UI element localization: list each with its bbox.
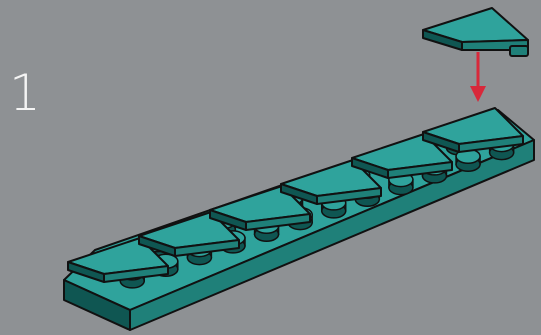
incoming-slope-group — [423, 8, 528, 56]
slope-piece — [423, 108, 523, 152]
down-arrow-icon — [470, 52, 486, 102]
